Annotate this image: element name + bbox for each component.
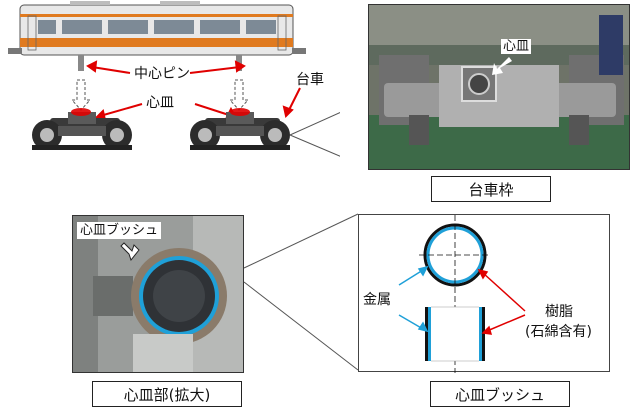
train-diagram: 中心ピン 心皿 台車 xyxy=(0,0,340,170)
bogie-right xyxy=(190,108,290,150)
metal-label: 金属 xyxy=(363,293,391,307)
center-plate-photo-label: 心皿 xyxy=(501,39,531,54)
bushing-caption: 心皿ブッシュ xyxy=(430,381,570,407)
bogie-frame-photo: 心皿 xyxy=(368,4,630,170)
bushing-diagram: 金属 樹脂 (石綿含有) xyxy=(358,214,610,372)
center-plate-zoom-photo: 心皿ブッシュ xyxy=(72,215,244,373)
resin-asbestos-label: (石綿含有) xyxy=(525,325,592,339)
center-plate-label: 心皿 xyxy=(146,96,174,110)
bogie-left xyxy=(32,108,132,150)
center-pin-label: 中心ピン xyxy=(134,67,190,81)
center-plate-zoom-caption: 心皿部(拡大) xyxy=(92,381,242,407)
bogie-label: 台車 xyxy=(296,73,324,87)
bogie-frame-caption: 台車枠 xyxy=(431,176,551,202)
resin-label: 樹脂 xyxy=(545,305,573,319)
callout-arrows xyxy=(88,62,300,120)
bushing-photo-label: 心皿ブッシュ xyxy=(77,222,161,239)
train-car xyxy=(8,1,306,71)
